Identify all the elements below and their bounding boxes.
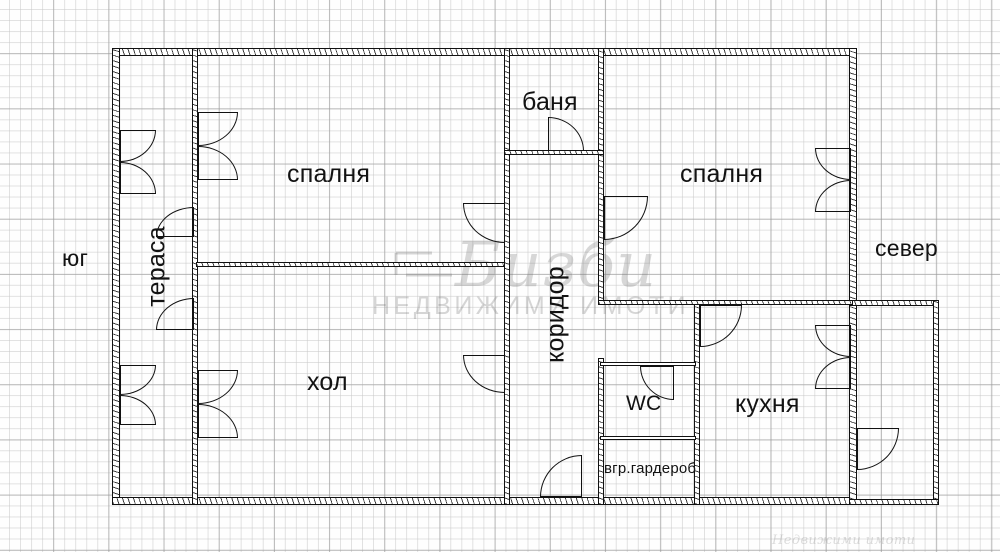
watermark-brand-subtitle: НЕДВИЖИМИ ИМОТИ (372, 292, 690, 320)
room-label-bedroom-ne: спалня (680, 160, 764, 188)
interior-wall-corridor-east-upper (598, 48, 604, 304)
door-bedroom-ne-corridor[interactable] (604, 196, 648, 240)
door-bedroom-ne-window-upper[interactable] (815, 148, 851, 180)
room-label-wc: WC (626, 392, 662, 415)
door-kitchen-balcony-lower[interactable] (815, 357, 851, 389)
interior-wall-bedroom-hall-divider (196, 262, 508, 267)
interior-wall-bedroom-kitchen-divider (598, 300, 853, 305)
door-bedroom-sw-corridor[interactable] (463, 203, 505, 243)
door-hall-terrace-upper[interactable] (198, 370, 238, 404)
door-kitchen-balcony-upper[interactable] (815, 325, 851, 357)
door-terrace-window-bottom-upper[interactable] (120, 365, 156, 395)
direction-label-south: юг (62, 245, 89, 271)
door-hall-terrace-lower[interactable] (198, 404, 238, 438)
balcony-wall-right (933, 300, 939, 505)
interior-wall-corridor-east-lower (598, 358, 604, 505)
door-bedroom-ne-window-lower[interactable] (815, 180, 851, 212)
door-balcony-inner[interactable] (857, 428, 899, 470)
door-wc[interactable] (640, 366, 674, 400)
interior-wall-wc-top (600, 362, 696, 366)
door-kitchen-north[interactable] (700, 305, 742, 347)
room-label-bathroom: баня (522, 88, 578, 116)
watermark-bottom-credit: Недвижими имоти (772, 533, 916, 548)
door-terrace-window-top-upper[interactable] (120, 130, 156, 162)
interior-wall-corridor-west (504, 48, 510, 505)
door-terrace-hall[interactable] (156, 298, 194, 330)
exterior-wall-left (112, 48, 120, 505)
direction-label-north: север (875, 235, 938, 261)
door-hall-bottom[interactable] (540, 455, 582, 497)
balcony-wall-bottom (849, 499, 939, 505)
door-bedroom-sw-terrace-upper[interactable] (198, 112, 238, 146)
interior-wall-wc-wardrobe-divider (600, 436, 696, 440)
room-label-kitchen: кухня (735, 390, 800, 418)
interior-wall-kitchen-west (694, 304, 700, 505)
door-hall-corridor[interactable] (463, 355, 505, 393)
exterior-wall-top (112, 48, 856, 56)
door-bedroom-sw-terrace-lower[interactable] (198, 146, 238, 180)
room-label-bedroom-sw: спалня (287, 160, 371, 188)
door-bathroom[interactable] (548, 117, 584, 151)
room-label-terrace: тераса (142, 226, 171, 307)
room-label-hall: хол (307, 368, 348, 396)
balcony-wall-top (849, 300, 939, 306)
door-terrace-window-bottom-lower[interactable] (120, 395, 156, 425)
interior-wall-terrace-divider (192, 48, 198, 505)
room-label-wardrobe: вгр.гардероб (604, 460, 697, 477)
door-terrace-window-top-lower[interactable] (120, 162, 156, 194)
door-terrace-bedroom-upper[interactable] (156, 207, 194, 237)
exterior-wall-bottom (112, 497, 857, 505)
room-label-corridor: коридор (541, 266, 570, 363)
